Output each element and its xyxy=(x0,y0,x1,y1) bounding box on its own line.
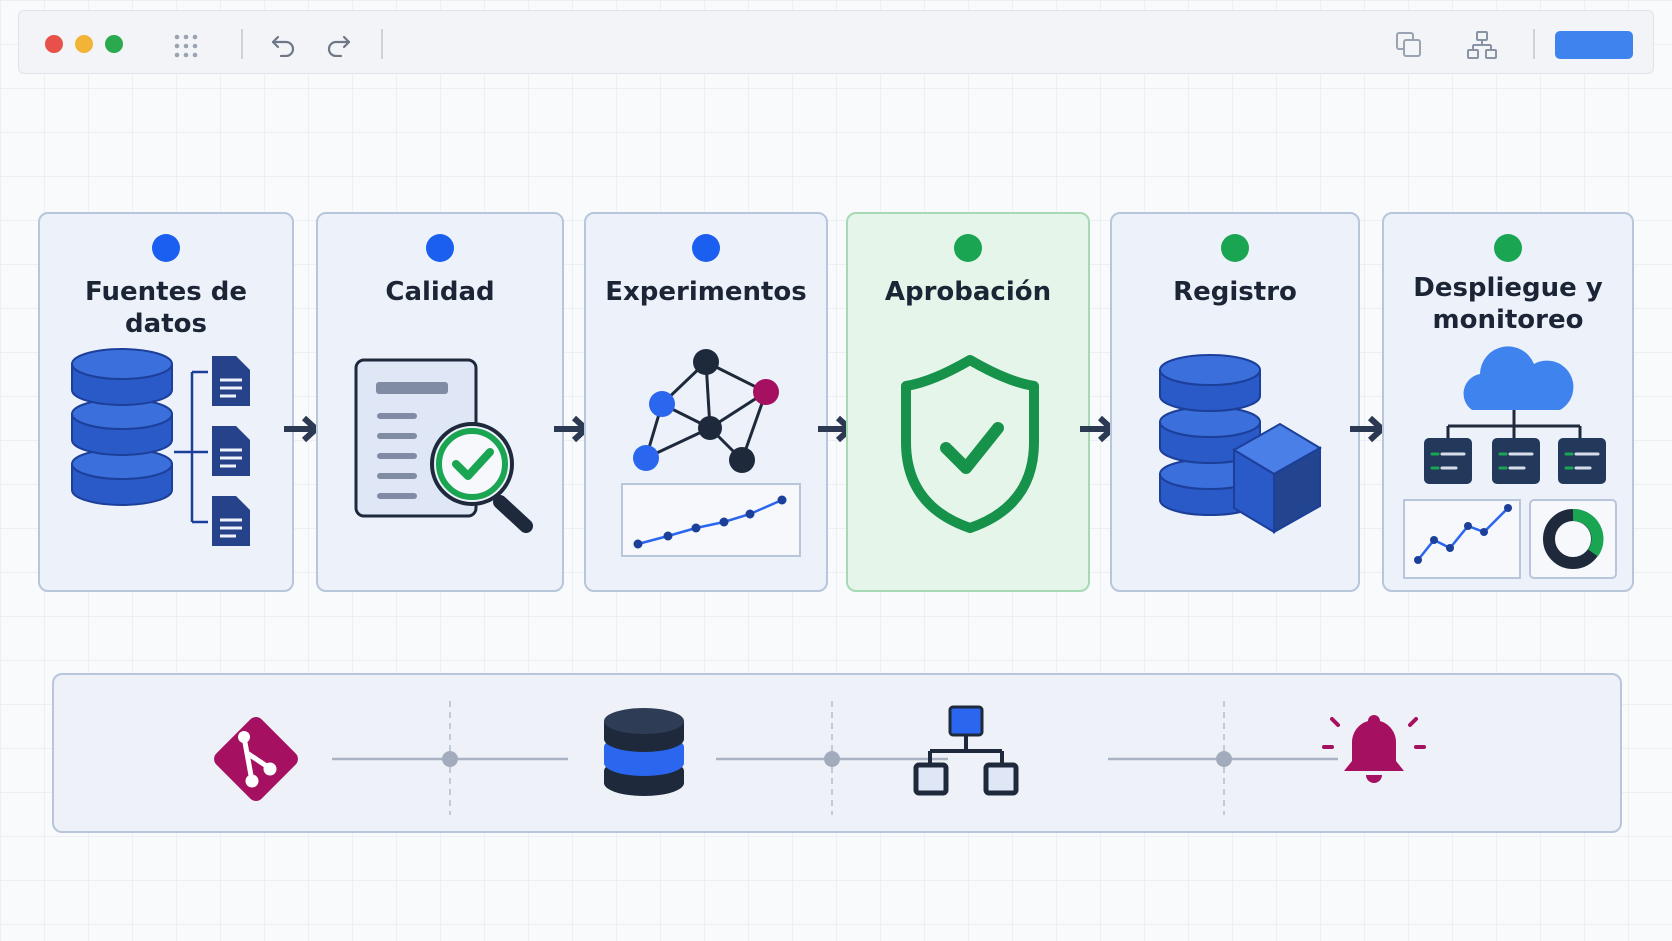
stage-title: Despliegue y monitoreo xyxy=(1384,272,1632,336)
toolbar-divider xyxy=(241,29,243,59)
stage-title: Aprobación xyxy=(884,277,1052,307)
tools-connector xyxy=(332,701,1338,815)
stage-title: Calidad xyxy=(385,277,495,307)
stage-status-dot xyxy=(426,234,454,262)
stage-card-registro[interactable]: Registro xyxy=(1110,212,1360,592)
stage-status-dot xyxy=(1494,234,1522,262)
stage-card-despliegue-monitoreo[interactable]: Despliegue y monitoreo xyxy=(1382,212,1634,592)
stage-status-dot xyxy=(1221,234,1249,262)
undo-icon[interactable] xyxy=(271,33,297,57)
stage-status-dot xyxy=(692,234,720,262)
quality-check-icon xyxy=(354,358,533,533)
stage-title-line: monitoreo xyxy=(1432,305,1584,335)
minimize-window-dot[interactable] xyxy=(75,35,93,53)
grid-apps-icon[interactable] xyxy=(173,33,199,59)
stage-card-calidad[interactable]: Calidad xyxy=(316,212,564,592)
stage-title: Fuentes de datos xyxy=(85,277,247,339)
experiment-graph-icon xyxy=(621,349,801,557)
toolbar-divider xyxy=(1533,29,1535,59)
stage-status-dot xyxy=(152,234,180,262)
org-chart-icon[interactable] xyxy=(912,703,1020,799)
database-files-icon xyxy=(71,348,250,546)
toolbar-divider xyxy=(381,29,383,59)
redo-icon[interactable] xyxy=(325,33,351,57)
top-toolbar xyxy=(18,10,1654,74)
bell-alert-icon[interactable] xyxy=(1322,707,1426,793)
database-cube-icon xyxy=(1159,354,1322,534)
primary-action-button[interactable] xyxy=(1555,31,1633,59)
duplicate-icon[interactable] xyxy=(1395,31,1423,59)
stage-title: Experimentos xyxy=(605,277,807,307)
tools-panel xyxy=(52,673,1622,833)
stage-title-line: Despliegue y xyxy=(1413,273,1603,303)
database-icon[interactable] xyxy=(602,703,686,799)
cloud-deploy-monitor-icon xyxy=(1403,346,1617,579)
hierarchy-icon[interactable] xyxy=(1467,30,1497,60)
stage-card-fuentes-de-datos[interactable]: Fuentes de datos xyxy=(38,212,294,592)
git-icon[interactable] xyxy=(204,707,308,811)
stage-card-aprobacion[interactable]: Aprobación xyxy=(846,212,1090,592)
shield-check-icon xyxy=(901,355,1039,533)
stage-status-dot xyxy=(954,234,982,262)
stage-card-experimentos[interactable]: Experimentos xyxy=(584,212,828,592)
stage-title: Registro xyxy=(1173,277,1297,307)
maximize-window-dot[interactable] xyxy=(105,35,123,53)
close-window-dot[interactable] xyxy=(45,35,63,53)
